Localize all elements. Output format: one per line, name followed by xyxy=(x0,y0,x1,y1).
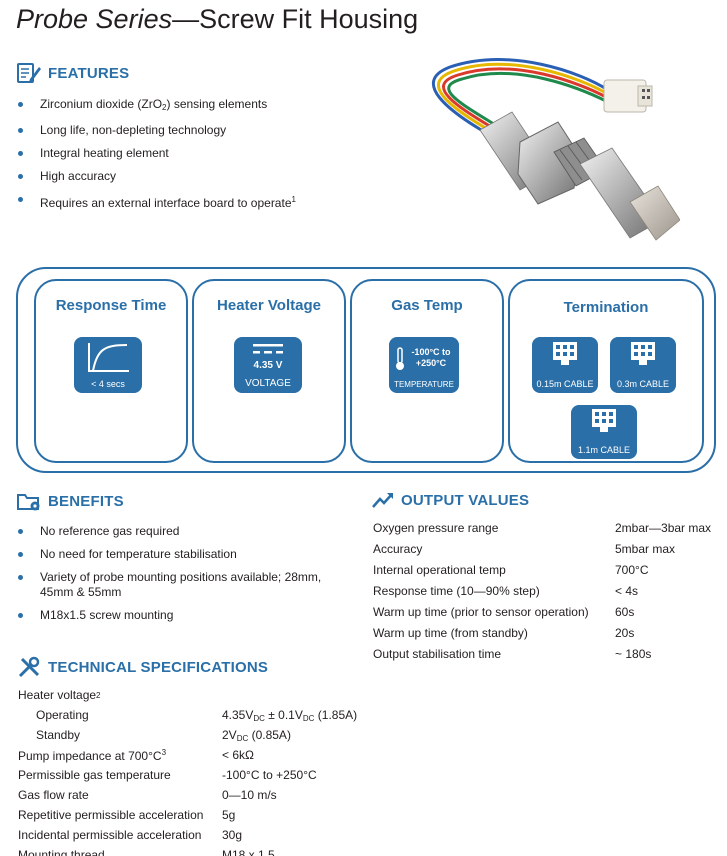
tech-heading-label: TECHNICAL SPECIFICATIONS xyxy=(48,658,269,676)
termination-option: 0.3m CABLE xyxy=(610,337,676,393)
page-title: Probe Series—Screw Fit Housing xyxy=(16,4,418,35)
dc-voltage-icon xyxy=(253,344,283,354)
tile-caption: VOLTAGE xyxy=(245,378,291,389)
list-item: M18x1.5 screw mounting xyxy=(16,608,356,623)
connector-icon xyxy=(553,342,577,365)
connector-icon xyxy=(631,342,655,365)
title-series: Probe Series xyxy=(16,4,173,34)
list-item: No reference gas required xyxy=(16,524,356,539)
temp-range: -100°C to +250°C xyxy=(403,347,459,369)
standby-value: 2VDC (0.85A) xyxy=(222,727,291,743)
table-row: Warm up time (from standby)20s xyxy=(373,625,635,640)
tile-caption: 0.3m CABLE xyxy=(616,379,670,389)
card-response-time: Response Time < 4 secs xyxy=(34,279,188,463)
key-specs-panel: Response Time < 4 secs Heater Voltage 4.… xyxy=(16,267,716,473)
benefits-list: No reference gas required No need for te… xyxy=(16,524,356,631)
features-list: Zirconium dioxide (ZrO2) sensing element… xyxy=(16,97,376,219)
features-heading-label: FEATURES xyxy=(48,64,130,82)
list-item: Variety of probe mounting positions avai… xyxy=(16,570,356,600)
heater-voltage-tile: 4.35 V VOLTAGE xyxy=(234,337,302,393)
termination-option: 0.15m CABLE xyxy=(532,337,598,393)
table-row: Output stabilisation time~ 180s xyxy=(373,646,652,661)
title-rest: —Screw Fit Housing xyxy=(172,4,419,34)
features-heading: FEATURES xyxy=(16,62,129,84)
table-row: Permissible gas temperature-100°C to +25… xyxy=(18,768,317,782)
gas-temp-tile: -100°C to +250°C TEMPERATURE xyxy=(389,337,459,393)
table-row: Operating 4.35VDC ± 0.1VDC (1.85A) xyxy=(36,707,358,723)
table-row: Standby 2VDC (0.85A) xyxy=(36,727,291,743)
table-row: Pump impedance at 700°C3 < 6kΩ xyxy=(18,747,254,763)
list-item: Integral heating element xyxy=(16,146,376,161)
card-termination: Termination 0.15m CABLE 0.3m CABLE xyxy=(508,279,704,463)
termination-option: 1.1m CABLE xyxy=(571,405,637,459)
card-title: Gas Temp xyxy=(391,297,463,314)
response-time-tile: < 4 secs xyxy=(74,337,142,393)
card-title: Termination xyxy=(563,299,649,316)
card-title: Heater Voltage xyxy=(217,297,321,314)
list-item: No need for temperature stabilisation xyxy=(16,547,356,562)
card-gas-temp: Gas Temp -100°C to +250°C TEMPERATURE xyxy=(350,279,504,463)
table-row: Warm up time (prior to sensor operation)… xyxy=(373,604,635,619)
features-document-icon xyxy=(17,63,41,83)
tile-caption: TEMPERATURE xyxy=(394,380,454,389)
card-title: Response Time xyxy=(55,297,167,314)
list-item: Zirconium dioxide (ZrO2) sensing element… xyxy=(16,97,376,115)
temp-range-max: +250°C xyxy=(415,358,447,368)
temp-range-min: -100°C to xyxy=(411,347,451,357)
tile-caption: < 4 secs xyxy=(91,379,125,389)
tech-heading: TECHNICAL SPECIFICATIONS xyxy=(16,656,268,678)
response-curve-icon xyxy=(88,343,129,372)
operating-value: 4.35VDC ± 0.1VDC (1.85A) xyxy=(222,707,358,723)
voltage-value: 4.35 V xyxy=(253,360,283,371)
connector-icon xyxy=(592,409,616,432)
card-heater-voltage: Heater Voltage 4.35 V VOLTAGE xyxy=(192,279,346,463)
tile-caption: 0.15m CABLE xyxy=(536,379,594,389)
benefits-heading-label: BENEFITS xyxy=(48,492,124,510)
tools-icon xyxy=(18,656,40,678)
list-item: Long life, non-depleting technology xyxy=(16,123,376,138)
list-item: Requires an external interface board to … xyxy=(16,192,376,211)
output-heading-label: OUTPUT VALUES xyxy=(401,491,530,509)
thermometer-icon xyxy=(396,347,404,370)
benefits-heading: BENEFITS xyxy=(16,490,124,512)
list-item: High accuracy xyxy=(16,169,376,184)
probe-sensor-image xyxy=(432,58,680,241)
output-heading: OUTPUT VALUES xyxy=(371,490,529,510)
table-row: Response time (10—90% step)< 4s xyxy=(373,583,639,598)
trend-up-icon xyxy=(372,493,393,508)
tile-caption: 1.1m CABLE xyxy=(577,445,631,455)
folder-gear-icon xyxy=(17,494,40,511)
